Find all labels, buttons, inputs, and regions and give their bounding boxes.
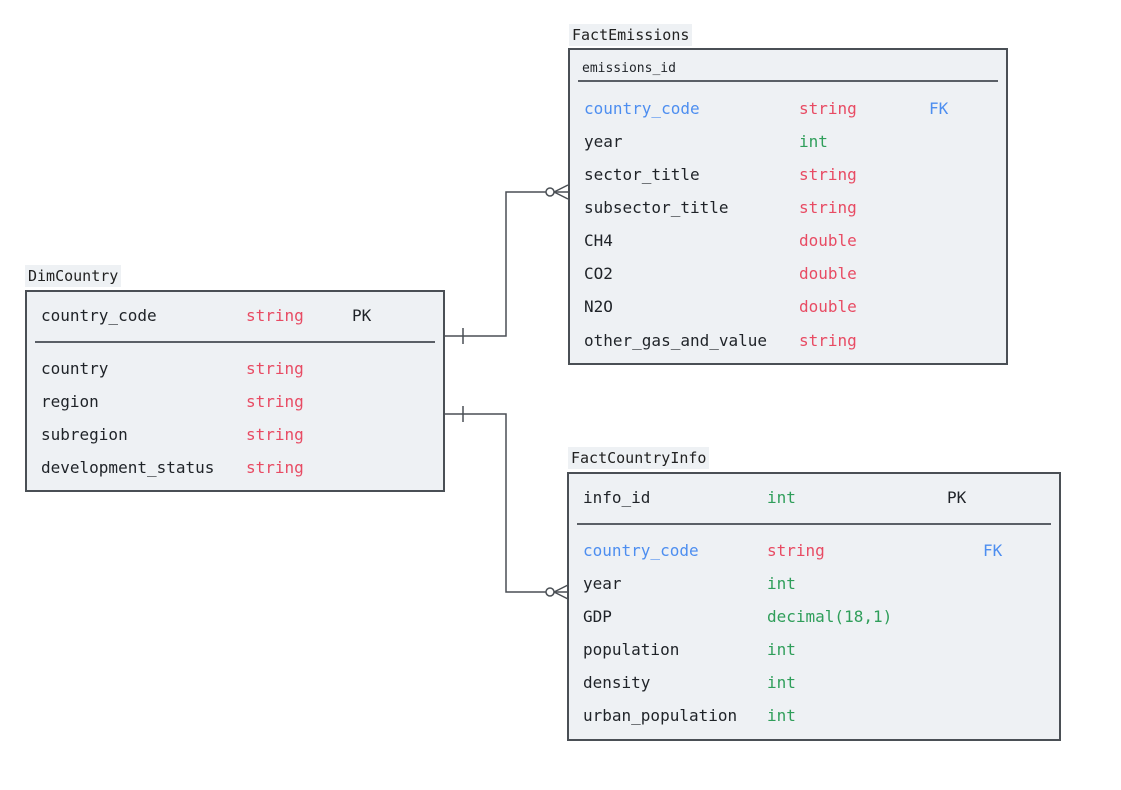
table-row: density int [569,672,1059,694]
table-title-factcountryinfo: FactCountryInfo [568,447,710,469]
field-type: string [799,198,857,217]
field-name: sector_title [584,165,700,184]
field-type: string [767,541,825,560]
field-type: string [246,425,304,444]
field-name: N2O [584,297,613,316]
table-row: region string [27,391,443,413]
header-separator [578,80,998,82]
table-row: subsector_title string [570,197,1006,219]
field-name: region [41,392,99,411]
field-type: string [246,306,304,325]
field-key: FK [983,541,1003,560]
table-row: sector_title string [570,164,1006,186]
zero-marker-emissions [545,187,555,197]
field-type: double [799,297,857,316]
field-type: double [799,231,857,250]
table-row: country string [27,358,443,380]
field-name: other_gas_and_value [584,331,768,350]
field-name: subsector_title [584,198,729,217]
field-type: string [246,392,304,411]
field-type: int [799,132,828,151]
table-header-row: country_code string PK [27,305,443,327]
field-name: country_code [584,99,700,118]
table-row: year int [569,573,1059,595]
table-title-factemissions: FactEmissions [569,24,693,46]
field-type: decimal(18,1) [767,607,893,626]
many-marker-countryinfo [553,584,569,600]
table-row: CH4 double [570,230,1006,252]
field-name: country_code [583,541,699,560]
table-row: N2O double [570,296,1006,318]
field-type: double [799,264,857,283]
table-dimcountry[interactable]: country_code string PK country string re… [25,290,445,492]
many-marker-emissions [553,184,569,200]
field-name: year [584,132,623,151]
table-row: country_code string FK [569,540,1059,562]
field-type: string [799,99,857,118]
field-name: country_code [41,306,157,325]
field-name: year [583,574,622,593]
table-row: development_status string [27,457,443,479]
table-header-row: info_id int PK [569,487,1059,509]
table-row: other_gas_and_value string [570,330,1006,352]
field-name: urban_population [583,706,738,725]
field-name: subregion [41,425,128,444]
field-type: int [767,673,796,692]
field-type: int [767,488,796,507]
zero-marker-countryinfo [545,587,555,597]
field-type: string [246,359,304,378]
table-row: subregion string [27,424,443,446]
table-factcountryinfo[interactable]: info_id int PK country_code string FK ye… [567,472,1061,741]
table-row: year int [570,131,1006,153]
field-type: string [246,458,304,477]
relationship-line-countryinfo [445,413,568,593]
field-name: development_status [41,458,215,477]
table-title-dimcountry: DimCountry [25,265,122,287]
field-name: CO2 [584,264,613,283]
field-name: country [41,359,109,378]
table-row: country_code string FK [570,98,1006,120]
field-key: FK [929,99,949,118]
field-name: density [583,673,651,692]
field-name: GDP [583,607,612,626]
field-type: string [799,165,857,184]
field-type: int [767,640,796,659]
relationship-line-emissions [445,191,568,337]
table-header-row: emissions_id [570,58,1006,80]
field-type: string [799,331,857,350]
field-name: info_id [583,488,651,507]
table-row: GDP decimal(18,1) [569,606,1059,628]
field-type: int [767,706,796,725]
field-name: CH4 [584,231,613,250]
table-row: urban_population int [569,705,1059,727]
field-type: int [767,574,796,593]
header-field: emissions_id [582,61,676,76]
table-row: CO2 double [570,263,1006,285]
field-key: PK [947,488,967,507]
header-separator [577,523,1051,525]
table-row: population int [569,639,1059,661]
table-factemissions[interactable]: emissions_id country_code string FK year… [568,48,1008,365]
field-name: population [583,640,680,659]
header-separator [35,341,435,343]
field-key: PK [352,306,372,325]
